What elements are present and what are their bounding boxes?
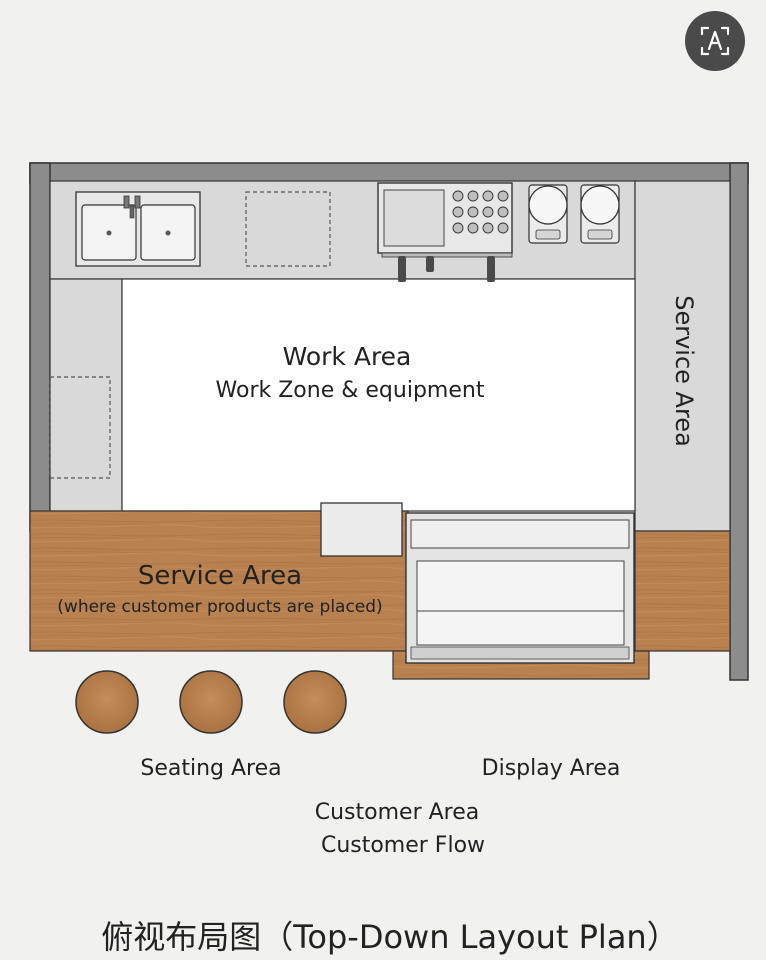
grinder-right — [580, 184, 620, 244]
stool-3 — [283, 670, 347, 734]
work-area-floor — [121, 278, 636, 512]
faucet-icon — [123, 195, 130, 209]
service-area-label: Service Area — [137, 561, 303, 591]
group-head-icon — [398, 256, 406, 282]
display-case — [405, 512, 635, 664]
left-counter — [49, 278, 123, 512]
service-area-note: (where customer products are placed) — [57, 597, 383, 617]
work-zone-label: Work Zone & equipment — [215, 378, 485, 403]
left-cabinet — [49, 376, 111, 479]
stool-2 — [179, 670, 243, 734]
customer-area-label: Customer Area — [314, 800, 480, 825]
translate-icon — [700, 26, 730, 56]
work-area-label: Work Area — [282, 342, 412, 371]
service-counter-right — [634, 530, 731, 652]
plan-caption: 俯视布局图（Top-Down Layout Plan） — [101, 918, 679, 956]
customer-flow-label: Customer Flow — [320, 833, 486, 858]
seating-area-label: Seating Area — [140, 756, 282, 781]
service-area-vertical-label: Service Area — [670, 295, 698, 447]
display-area-label: Display Area — [481, 756, 621, 781]
grinder-left — [528, 184, 568, 244]
prep-station — [245, 191, 331, 267]
translate-button[interactable] — [685, 11, 745, 71]
cash-register — [320, 502, 403, 557]
double-sink — [75, 191, 201, 267]
espresso-machine — [377, 182, 513, 282]
stool-1 — [75, 670, 139, 734]
